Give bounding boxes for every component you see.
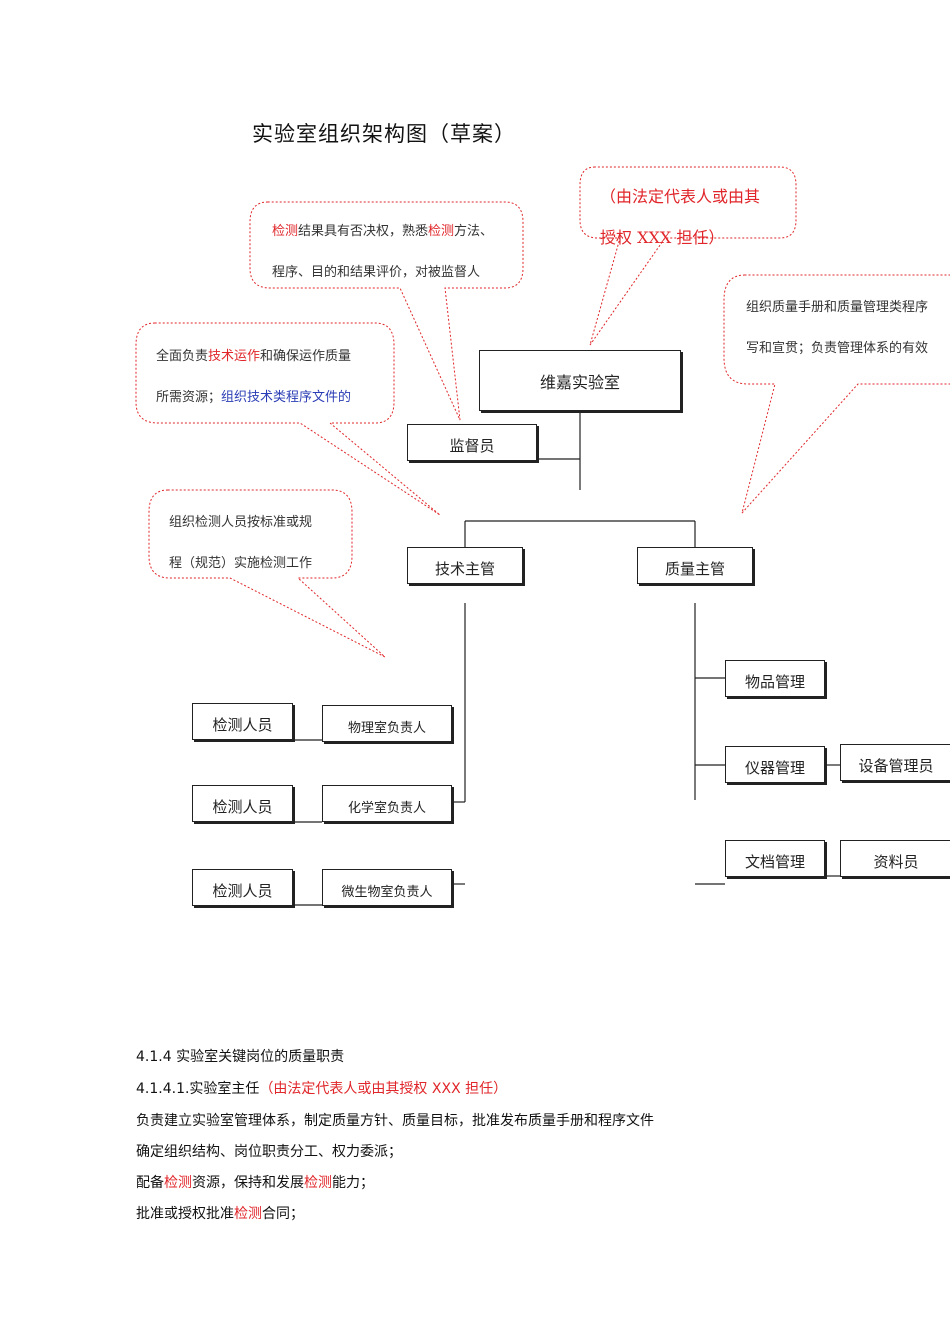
paragraph-2: 确定组织结构、岗位职责分工、权力委派； xyxy=(136,1144,402,1160)
callout-tester-line2: 程（规范）实施检测工作 xyxy=(169,556,313,571)
node-tester-3: 检测人员 xyxy=(192,869,293,906)
node-goods-mgmt: 物品管理 xyxy=(725,660,825,697)
paragraph-4: 批准或授权批准检测合同； xyxy=(136,1206,304,1222)
node-document-mgmt: 文档管理 xyxy=(725,840,825,877)
callout-tech-bubble xyxy=(135,322,441,516)
paragraph-3: 配备检测资源，保持和发展检测能力； xyxy=(136,1175,374,1191)
node-chemistry-head: 化学室负责人 xyxy=(322,785,452,822)
callout-quality: 组织质量手册和质量管理类程序 写和宣贯；负责管理体系的有效 xyxy=(746,298,928,380)
node-tech-manager: 技术主管 xyxy=(407,547,523,584)
callout-quality-line2: 写和宣贯；负责管理体系的有效 xyxy=(746,341,929,356)
callout-tester-bubble xyxy=(148,489,386,658)
node-quality-manager: 质量主管 xyxy=(637,547,753,584)
callout-lab-line1: （由法定代表人或由其 xyxy=(600,187,761,206)
callout-supervisor: 检测结果具有否决权，熟悉检测方法、 程序、目的和结果评价，对被监督人 xyxy=(272,222,493,304)
callout-supervisor-line2: 程序、目的和结果评价，对被监督人 xyxy=(272,265,481,280)
callout-quality-bubble xyxy=(723,274,950,514)
node-equipment-admin: 设备管理员 xyxy=(840,744,950,781)
callout-quality-line1: 组织质量手册和质量管理类程序 xyxy=(746,300,929,315)
node-instrument-mgmt: 仪器管理 xyxy=(725,746,825,783)
callout-lab-bubble xyxy=(579,166,797,346)
node-lab: 维嘉实验室 xyxy=(479,350,681,411)
callout-tester-line1: 组织检测人员按标准或规 xyxy=(169,515,313,530)
node-supervisor: 监督员 xyxy=(407,424,537,461)
subsection-heading: 4.1.4.1.实验室主任（由法定代表人或由其授权 XXX 担任） xyxy=(136,1081,508,1097)
node-archivist: 资料员 xyxy=(840,840,950,877)
node-physics-head: 物理室负责人 xyxy=(322,705,452,742)
page-title: 实验室组织架构图（草案） xyxy=(252,122,516,146)
connector-lines xyxy=(293,411,840,906)
callout-supervisor-bubble xyxy=(249,201,524,421)
callout-tech-line2: 所需资源；组织技术类程序文件的 xyxy=(156,390,352,405)
callout-lab-line2: 授权 XXX 担任） xyxy=(600,228,725,247)
callout-bubbles xyxy=(135,166,950,658)
callout-supervisor-line1: 检测结果具有否决权，熟悉检测方法、 xyxy=(272,224,494,239)
callout-tech: 全面负责技术运作和确保运作质量 所需资源；组织技术类程序文件的 xyxy=(156,347,351,429)
node-tester-2: 检测人员 xyxy=(192,785,293,822)
node-micro-head: 微生物室负责人 xyxy=(322,869,452,906)
callout-tech-line1: 全面负责技术运作和确保运作质量 xyxy=(156,349,352,364)
callout-tester: 组织检测人员按标准或规 程（规范）实施检测工作 xyxy=(169,513,312,595)
paragraph-1: 负责建立实验室管理体系，制定质量方针、质量目标，批准发布质量手册和程序文件 xyxy=(136,1113,654,1129)
section-heading: 4.1.4 实验室关键岗位的质量职责 xyxy=(136,1049,345,1065)
node-tester-1: 检测人员 xyxy=(192,703,293,740)
